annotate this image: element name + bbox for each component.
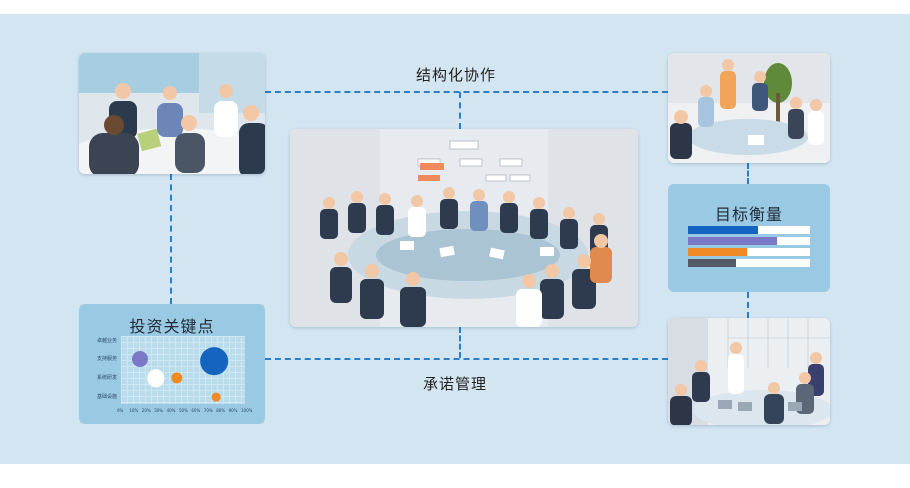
metric-bar-fill <box>688 237 778 245</box>
connector-top-center <box>459 92 461 129</box>
meeting-photo-center <box>290 129 638 327</box>
meeting-photo-top-right <box>668 53 830 163</box>
investment-key-points-card: 投资关键点 卓越业务 支持服务 系统研发 基础设施 0% 10%20%30%40%… <box>79 304 265 424</box>
bubble-point <box>200 347 228 375</box>
connector-top <box>265 91 668 93</box>
x-tick-label: 0% <box>117 408 124 413</box>
metrics-card-title: 目标衡量 <box>714 205 783 224</box>
y-label-category: 支持服务 <box>96 356 117 362</box>
meeting-photo-top-left <box>79 53 265 174</box>
y-label-category: 卓越业务 <box>96 338 117 344</box>
connector-right-2 <box>747 292 749 318</box>
label-commitment-management: 承诺管理 <box>423 375 488 393</box>
y-label-category: 系统研发 <box>96 375 117 381</box>
label-structured-collaboration: 结构化协作 <box>416 66 497 84</box>
bubble-point <box>171 372 183 384</box>
metric-bar-track <box>688 226 810 234</box>
goal-metrics-card: 目标衡量 <box>668 184 830 292</box>
meeting-photo-bottom-right <box>668 318 830 425</box>
connector-left <box>170 174 172 304</box>
bubble-point <box>146 369 165 387</box>
metric-bar-fill <box>688 248 747 256</box>
connector-bottom <box>265 358 668 360</box>
x-tick-label: 40% <box>166 408 176 413</box>
x-tick-label: 70% <box>203 408 213 413</box>
x-tick-label: 80% <box>216 408 226 413</box>
metric-bar-fill <box>688 226 758 234</box>
bubble-point <box>212 392 221 402</box>
y-label-category: 基础设施 <box>96 394 117 400</box>
metric-bar-fill <box>688 259 736 267</box>
x-tick-label: 90% <box>228 408 238 413</box>
metric-bar-track <box>688 248 810 256</box>
x-tick-label: 10% <box>129 408 139 413</box>
x-tick-label: 100% <box>241 408 253 413</box>
connector-right-1 <box>747 163 749 184</box>
bubble-point <box>131 351 148 367</box>
metric-bar-track <box>688 237 810 245</box>
x-tick-label: 30% <box>154 408 164 413</box>
investment-plot-area <box>121 336 245 404</box>
x-tick-label: 50% <box>179 408 188 413</box>
investment-card-title: 投资关键点 <box>129 317 215 336</box>
x-tick-label: 60% <box>191 408 201 413</box>
connector-bottom-center <box>459 327 461 358</box>
x-tick-label: 20% <box>141 408 151 413</box>
metric-bar-track <box>688 259 810 267</box>
